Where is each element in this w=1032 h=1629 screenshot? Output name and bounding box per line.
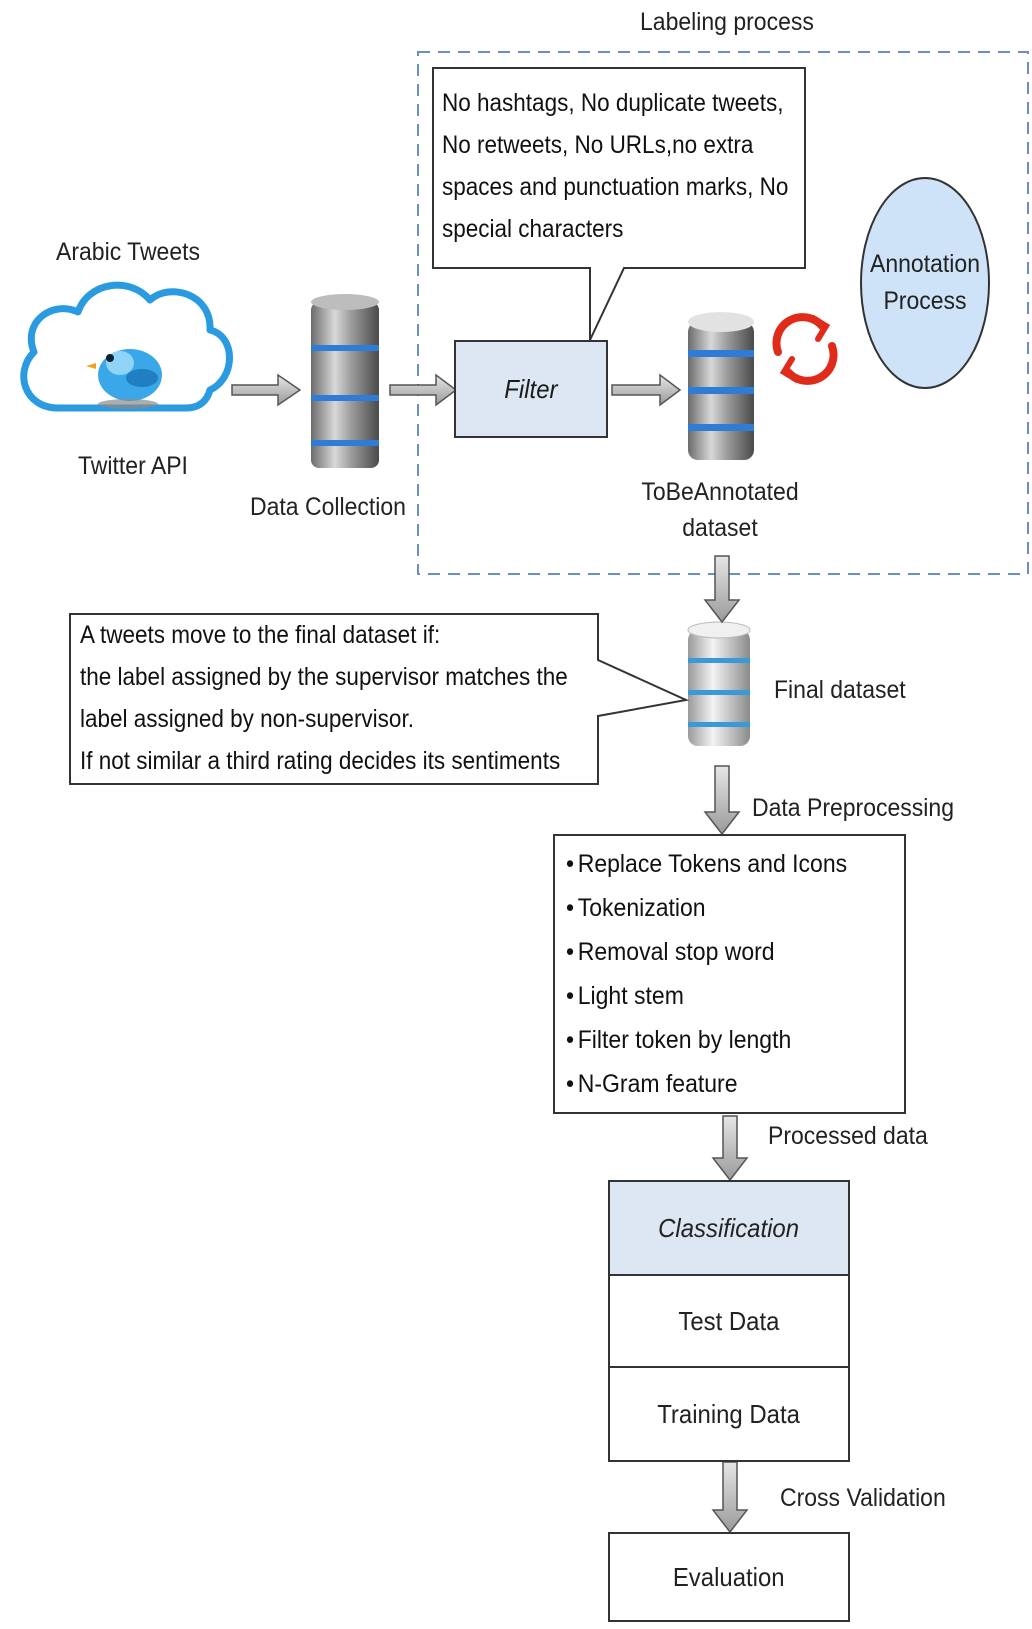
- training-data-label: Training Data: [657, 1398, 801, 1429]
- annotation-process-ellipse: [860, 177, 990, 389]
- preprocessing-step: Replace Tokens and Icons: [566, 842, 847, 886]
- tobeannotated-database-icon: [688, 312, 754, 460]
- rule-callout-bubble: [69, 613, 690, 785]
- preprocessing-steps-list: Replace Tokens and Icons Tokenization Re…: [566, 842, 872, 1106]
- cross-validation-label: Cross Validation: [780, 1484, 946, 1512]
- annotation-label-2: Process: [883, 287, 967, 315]
- data-collection-label: Data Collection: [250, 493, 406, 521]
- arrow-cloud-to-collection: [231, 373, 302, 407]
- test-data-cell: Test Data: [608, 1274, 850, 1368]
- preprocessing-step: Filter token by length: [566, 1018, 847, 1062]
- filter-callout-line: No hashtags, No duplicate tweets,: [442, 89, 784, 117]
- evaluation-box: Evaluation: [608, 1532, 850, 1622]
- processed-data-label: Processed data: [768, 1122, 928, 1150]
- annotation-cycle-icon: [772, 313, 838, 385]
- training-data-cell: Training Data: [608, 1366, 850, 1462]
- preprocessing-step: Tokenization: [566, 886, 847, 930]
- data-collection-database-icon: [311, 294, 379, 468]
- rule-callout-line: label assigned by non-supervisor.: [80, 705, 414, 733]
- twitter-bird-icon: [86, 349, 162, 409]
- tobeannotated-label-1: ToBeAnnotated: [641, 478, 799, 506]
- arrow-to-evaluation: [711, 1461, 749, 1534]
- rule-callout-line: the label assigned by the supervisor mat…: [80, 663, 568, 691]
- classification-label: Classification: [658, 1212, 800, 1243]
- annotation-label-1: Annotation: [870, 250, 980, 278]
- arrow-to-final-dataset: [703, 555, 741, 624]
- rule-callout-line: If not similar a third rating decides it…: [80, 747, 561, 775]
- arrow-to-classification: [711, 1115, 749, 1182]
- preprocessing-step: Light stem: [566, 974, 847, 1018]
- rule-callout-line: A tweets move to the final dataset if:: [80, 621, 441, 649]
- filter-callout-line: spaces and punctuation marks, No: [442, 173, 789, 201]
- final-dataset-label: Final dataset: [774, 676, 906, 704]
- arrow-filter-to-tobeannotated: [611, 373, 682, 407]
- preprocessing-step: N-Gram feature: [566, 1062, 847, 1106]
- twitter-api-label: Twitter API: [78, 452, 188, 480]
- filter-callout-text: No hashtags, No duplicate tweets, No ret…: [442, 82, 788, 250]
- arabic-tweets-label: Arabic Tweets: [56, 238, 201, 266]
- filter-callout-line: special characters: [442, 215, 624, 243]
- test-data-label: Test Data: [678, 1305, 780, 1336]
- labeling-region: [417, 51, 1029, 575]
- filter-callout-line: No retweets, No URLs,no extra: [442, 131, 754, 159]
- filter-box: Filter: [454, 340, 608, 438]
- data-preprocessing-label: Data Preprocessing: [752, 794, 954, 822]
- filter-callout-bubble: [432, 67, 806, 341]
- filter-label: Filter: [504, 373, 558, 404]
- preprocessing-step: Removal stop word: [566, 930, 847, 974]
- final-dataset-database-icon: [687, 621, 751, 746]
- arrow-to-preprocessing: [703, 765, 741, 836]
- cloud-icon: [20, 281, 233, 412]
- evaluation-label: Evaluation: [673, 1561, 785, 1592]
- labeling-process-title: Labeling process: [640, 8, 814, 36]
- arrow-collection-to-filter: [389, 373, 458, 407]
- tobeannotated-label-2: dataset: [682, 514, 758, 542]
- rule-callout-text: A tweets move to the final dataset if: t…: [80, 614, 568, 782]
- classification-cell: Classification: [608, 1180, 850, 1276]
